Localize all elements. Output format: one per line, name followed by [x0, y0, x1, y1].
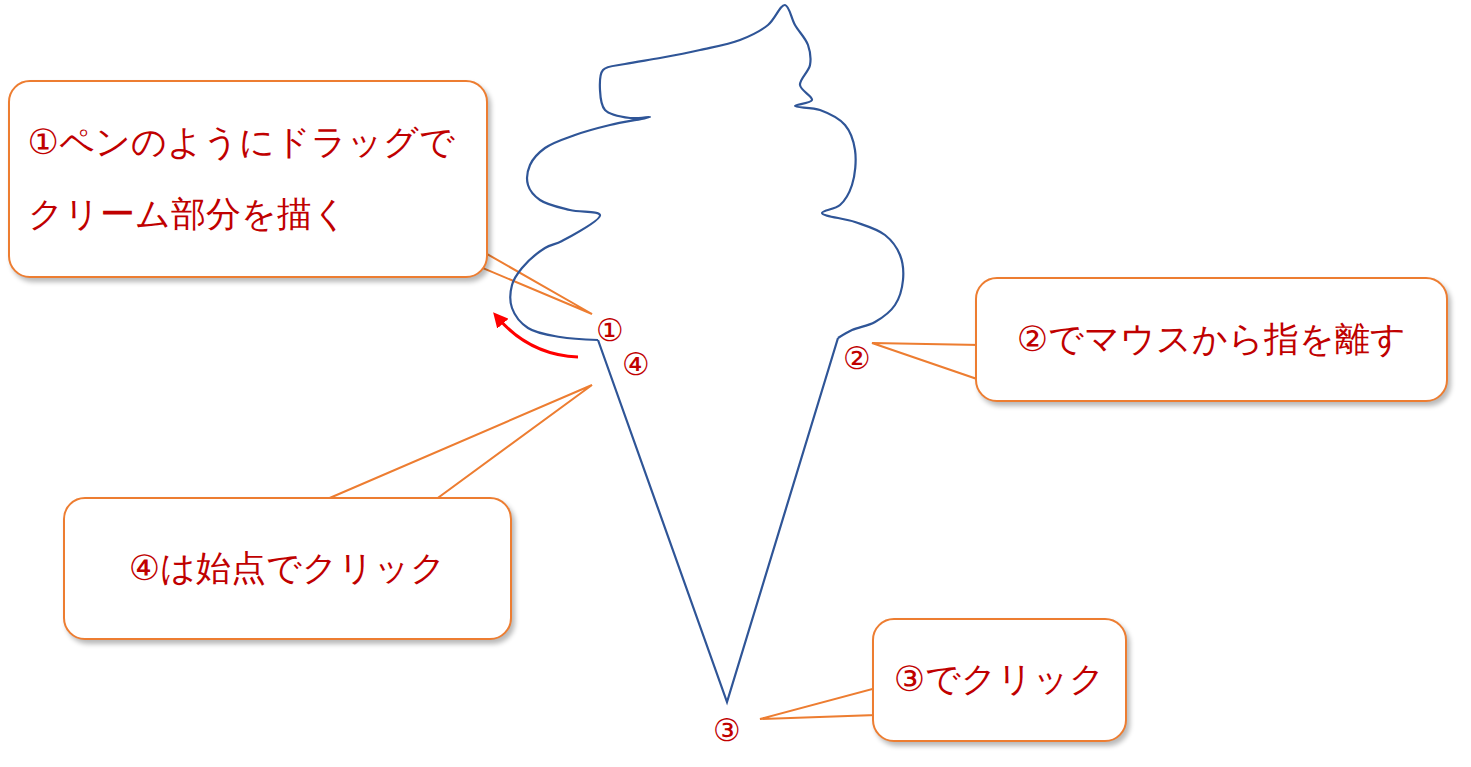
callout-pointer — [325, 385, 592, 500]
callout-text: ②でマウスから指を離す — [1017, 304, 1406, 376]
cone-outline — [598, 338, 838, 702]
callout-number: ② — [843, 343, 871, 374]
callout-number: ③ — [713, 715, 741, 746]
callout-box: ②でマウスから指を離す — [975, 277, 1448, 402]
drag-arrow — [498, 318, 578, 357]
callout-pointer — [872, 343, 980, 380]
callout-text: ①ペンのようにドラッグで クリーム部分を描く — [28, 107, 468, 251]
callout-number: ④ — [622, 349, 650, 380]
callout-box: ④は始点でクリック — [63, 497, 512, 640]
callout-box: ①ペンのようにドラッグで クリーム部分を描く — [8, 80, 488, 278]
callout-text: ④は始点でクリック — [129, 533, 446, 605]
callout-text: ③でクリック — [894, 644, 1105, 716]
callout-pointer — [760, 688, 876, 719]
callout-box: ③でクリック — [872, 618, 1127, 742]
callout-number: ① — [596, 315, 624, 346]
cream-outline — [510, 5, 903, 340]
